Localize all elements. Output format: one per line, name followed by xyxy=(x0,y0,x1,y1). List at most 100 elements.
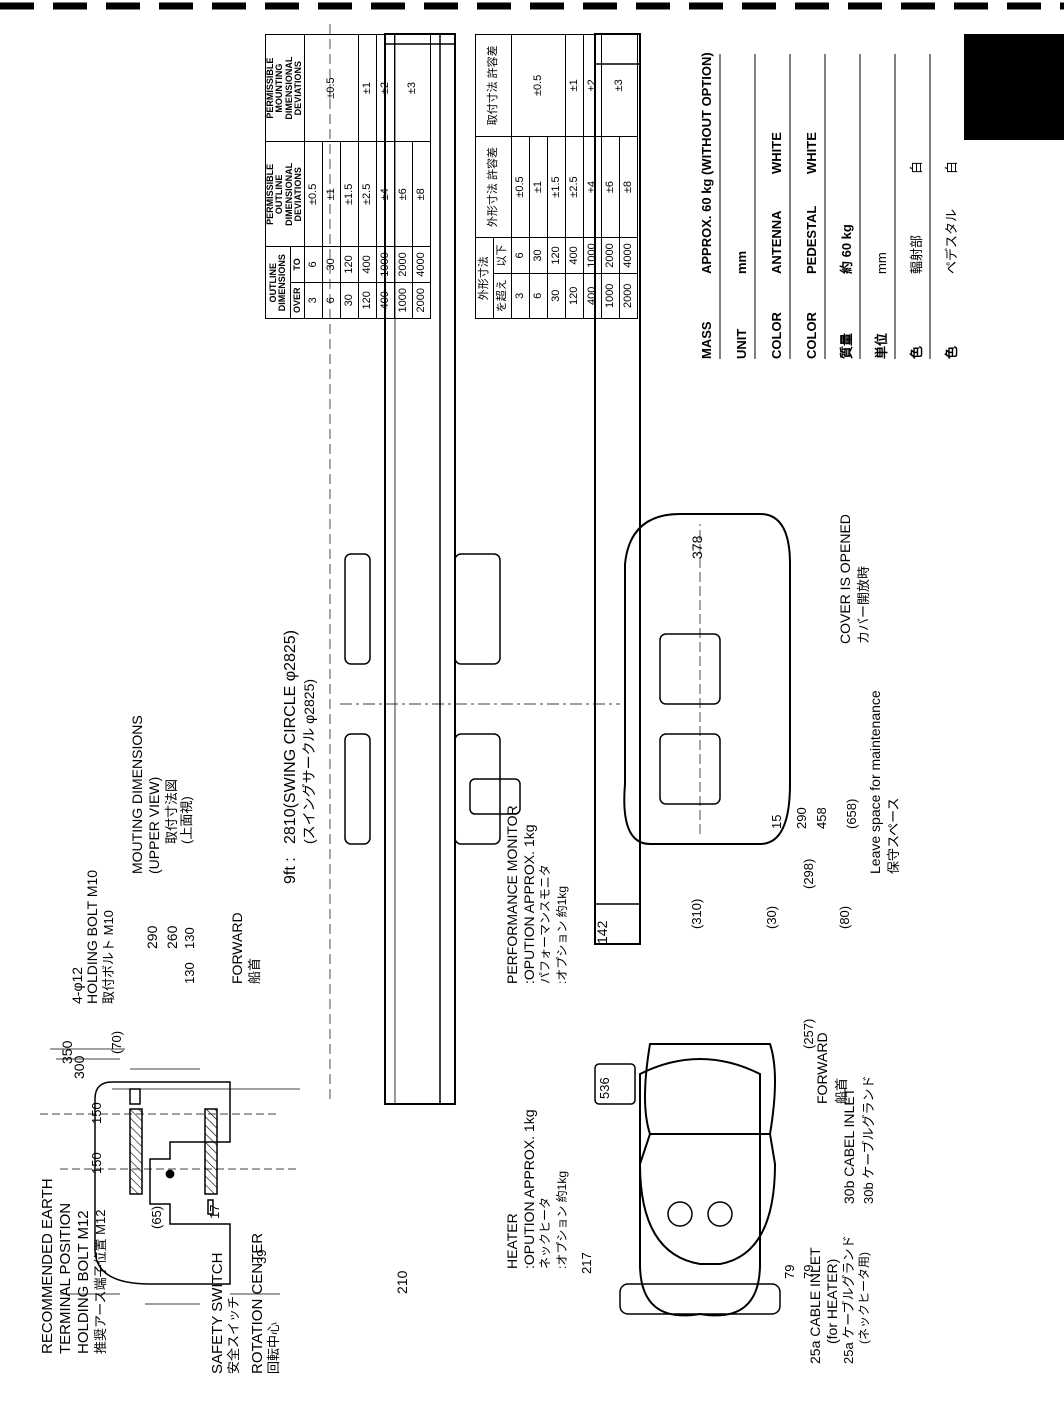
perf-jp2: :オプション 約1kg xyxy=(555,885,569,984)
dim-130b: 130 xyxy=(182,962,197,984)
holding-bolt-m10-jp: 取付ボルト M10 xyxy=(101,910,116,1004)
maintenance-jp: 保守スペース xyxy=(886,797,901,874)
table-cell: 6 xyxy=(529,273,548,319)
table-cell: 2000 xyxy=(601,237,620,274)
antenna-top-view xyxy=(329,24,620,1105)
spec-mass-label: MASS xyxy=(699,321,714,359)
table-cell: 1000 xyxy=(376,246,395,283)
table-cell: ±1 xyxy=(358,34,377,142)
rotation-center-jp: 回転中心 xyxy=(266,1321,281,1374)
earth-bolt: HOLDING BOLT M12 xyxy=(75,1210,92,1354)
spec-unit-value: mm xyxy=(734,250,749,274)
table-cell: 1000 xyxy=(583,237,602,274)
table-cell: ±4 xyxy=(583,136,602,238)
mounting-dimension-lines xyxy=(40,1048,300,1305)
spec-color-jp-label: 色 xyxy=(909,345,924,359)
table-cell: 30 xyxy=(340,282,359,319)
rotation-center: ROTATION CENTER xyxy=(249,1232,266,1374)
antenna-side-view xyxy=(594,33,641,945)
table-cell: 6 xyxy=(322,282,341,319)
spec-underlines xyxy=(719,54,931,359)
mounting-hatched-pads xyxy=(129,1108,218,1195)
spec-color-antenna-value: WHITE xyxy=(769,132,784,174)
dim-65: (65) xyxy=(149,1205,164,1229)
table-cell: 120 xyxy=(565,273,584,319)
forward-label-jp: 船首 xyxy=(247,957,262,984)
table-cell: ±6 xyxy=(601,136,620,238)
cover-opened-jp: カバー開放時 xyxy=(856,565,871,644)
th-outline-en: OUTLINE DIMENSIONS xyxy=(265,246,291,319)
pedestal-side-view xyxy=(594,1043,777,1265)
dim-79b: 79 xyxy=(801,1264,816,1279)
spec-color-jp-antenna-value: 白 xyxy=(909,160,924,174)
table-cell: ±0.5 xyxy=(304,141,323,247)
cover-opened: COVER IS OPENED xyxy=(837,514,853,644)
heater-jp1: ネックヒータ xyxy=(538,1196,552,1269)
spec-color-jp-label2: 色 xyxy=(944,345,959,359)
spec-color-pedestal: PEDESTAL xyxy=(804,205,819,274)
safety-switch-jp: 安全スイッチ xyxy=(226,1295,241,1374)
table-cell: 120 xyxy=(547,237,566,274)
table-cell: ±1.5 xyxy=(547,136,566,238)
cable-a-jp2: (ネックヒータ用) xyxy=(857,1252,871,1344)
pedestal-rear-view xyxy=(619,1058,781,1317)
page-top-dash-border xyxy=(0,2,1064,10)
table-cell: ±2.5 xyxy=(565,136,584,238)
safety-switch: SAFETY SWITCH xyxy=(209,1252,226,1374)
table-cell: ±3 xyxy=(394,34,431,142)
forward2-jp: 船首 xyxy=(834,1077,849,1104)
th-over-jp: を超え xyxy=(493,273,512,319)
table-cell: 2000 xyxy=(619,273,638,319)
dim-458: 458 xyxy=(814,807,829,829)
table-cell: ±2 xyxy=(583,34,602,137)
swing-jp: (スイングサークル φ2825) xyxy=(301,678,317,844)
spec-unit-label: UNIT xyxy=(734,328,749,359)
spec-color-antenna: ANTENNA xyxy=(769,210,784,274)
mounting-title: MOUTING DIMENSIONS xyxy=(129,715,145,874)
pedestal-front-view xyxy=(623,513,791,845)
table-cell: ±8 xyxy=(619,136,638,238)
table-cell: ±1 xyxy=(529,136,548,238)
table-cell: 1000 xyxy=(601,273,620,319)
cable-a-jp: 25a ケーブルグランド xyxy=(841,1235,856,1364)
cable-b: 30b CABEL INLET xyxy=(841,1087,857,1204)
table-cell: 6 xyxy=(511,237,530,274)
dim-658: (658) xyxy=(844,798,859,829)
dim-536: 536 xyxy=(597,1077,612,1099)
spec-mass-jp-value: 約 60 kg xyxy=(839,224,854,274)
holding-bolt-m10: HOLDING BOLT M10 xyxy=(84,869,100,1004)
th-to-en: TO xyxy=(290,246,305,283)
th-tol-jp: 外形寸法 許容差 xyxy=(475,136,512,238)
perf-line1: PERFORMANCE MONITOR xyxy=(504,805,520,984)
table-cell: 1000 xyxy=(394,282,413,319)
dim-290: 290 xyxy=(144,925,160,949)
table-cell: ±0.5 xyxy=(511,34,566,137)
cable-a2: (for HEATER) xyxy=(824,1258,840,1344)
heater-line1: HEATER xyxy=(504,1213,520,1269)
forward-label: FORWARD xyxy=(229,912,245,984)
table-cell: 2000 xyxy=(394,246,413,283)
spec-mass-value: APPROX. 60 kg (WITHOUT OPTION) xyxy=(699,52,714,274)
spec-unit-jp-value: mm xyxy=(874,252,889,274)
dim-80: (80) xyxy=(837,905,852,929)
table-cell: 400 xyxy=(358,246,377,283)
table-cell: 2000 xyxy=(412,282,431,319)
spec-color-pedestal-value: WHITE xyxy=(804,132,819,174)
cable-b-jp: 30b ケーブルグランド xyxy=(861,1075,876,1204)
table-cell: ±0.5 xyxy=(511,136,530,238)
table-cell: ±0.5 xyxy=(304,34,359,142)
table-cell: 30 xyxy=(547,273,566,319)
table-cell: 400 xyxy=(565,237,584,274)
dim-260: 260 xyxy=(164,925,180,949)
perf-jp1: パフォーマンスモニタ xyxy=(538,864,552,984)
dim-378: 378 xyxy=(689,535,705,559)
dim-210: 210 xyxy=(394,1270,410,1294)
